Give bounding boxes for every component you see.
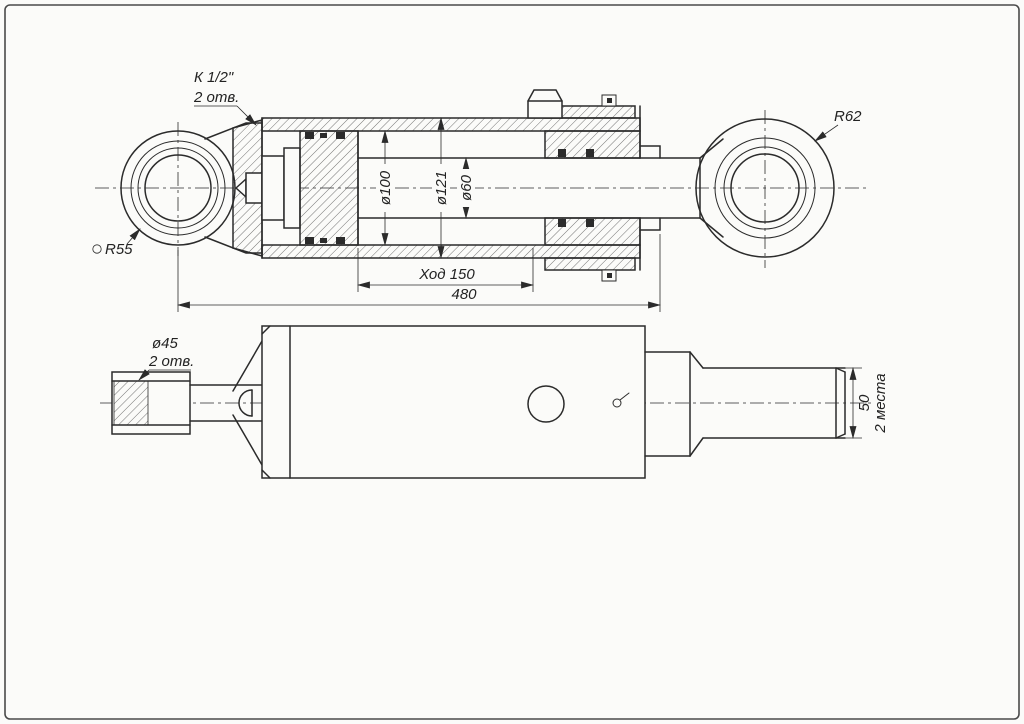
- plan-body: [261, 325, 646, 479]
- label-port-thread: К 1/2": [194, 69, 234, 86]
- plan-view: ø45 2 отв. 50 2 места: [100, 325, 889, 479]
- rod-nut: [261, 147, 301, 229]
- plan-clevis: [111, 371, 191, 435]
- dim-overall-length: 480: [451, 286, 477, 303]
- section-view: Ход 150 480 ø100 ø121 ø60 К 1/2" 2 отв.: [92, 69, 866, 312]
- label-cap-eye-radius: R55: [105, 241, 133, 258]
- port-fitting: [527, 89, 563, 119]
- plan-dimensions: ø45 2 отв. 50 2 места: [138, 335, 889, 440]
- dim-stroke: Ход 150: [418, 266, 475, 283]
- label-rod-eye-radius: R62: [834, 108, 862, 125]
- bleed-screw: [612, 398, 622, 408]
- port-hole: [527, 385, 565, 423]
- dim-barrel-diameter: ø121: [433, 171, 450, 205]
- dim-flat-width: 50: [856, 394, 873, 411]
- dim-rod-diameter: ø60: [458, 174, 475, 201]
- section-centerlines: [95, 110, 866, 268]
- plan-rod: [702, 367, 846, 439]
- gland: [544, 94, 661, 282]
- sphere-symbol: [92, 244, 102, 254]
- label-pin-hole-diameter: ø45: [152, 335, 179, 352]
- piston: [299, 130, 359, 246]
- plan-stem: [189, 340, 263, 466]
- sheet-border: [4, 4, 1020, 720]
- piston-rod: [357, 130, 701, 246]
- dim-bore-diameter: ø100: [377, 170, 394, 205]
- label-port-holes: 2 отв.: [193, 89, 239, 106]
- label-flat-places: 2 места: [872, 373, 889, 433]
- plan-neck: [644, 351, 704, 457]
- label-pin-holes: 2 отв.: [148, 353, 194, 370]
- rear-cap: [232, 119, 263, 257]
- rod-eye: [695, 118, 835, 258]
- section-dimensions: Ход 150 480 ø100 ø121 ø60 К 1/2" 2 отв.: [92, 69, 862, 312]
